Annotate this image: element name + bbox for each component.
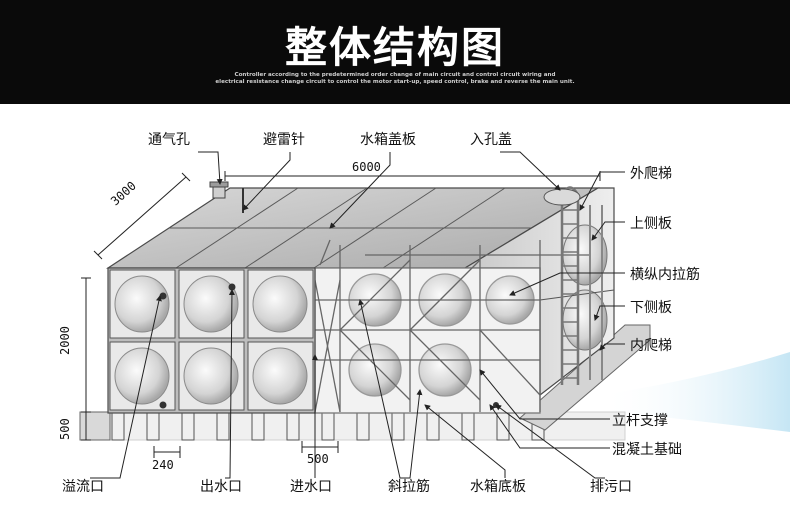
leader-line: [225, 289, 235, 479]
panel-dome: [183, 275, 239, 333]
leader-line: [509, 272, 625, 296]
dim-beam-spacing: 500: [307, 452, 329, 466]
base-beam: [391, 411, 405, 441]
page-title: 整体结构图: [284, 23, 505, 72]
label-manhole-cover: 入孔盖: [470, 132, 512, 148]
leader-line: [593, 305, 625, 321]
outer-ladder: [560, 186, 580, 385]
panel-dome: [252, 347, 308, 405]
leader-line: [579, 171, 625, 211]
leader-line: [242, 152, 291, 211]
internal-frame: [314, 239, 590, 414]
header-banner: 整体结构图 Controller according to the predet…: [0, 0, 790, 104]
base-beam: [461, 411, 475, 441]
base-beam: [146, 411, 160, 441]
base-beam: [496, 411, 510, 441]
dim-beam-gap: 240: [152, 458, 174, 472]
label-overflow: 溢流口: [62, 479, 104, 495]
dim-length: 6000: [352, 160, 381, 174]
base-beam: [251, 411, 265, 441]
label-lower-side-panel: 下侧板: [630, 300, 672, 316]
page-subtitle: Controller according to the predetermine…: [0, 72, 790, 86]
manhole-cover-shape: [543, 188, 581, 206]
label-diagonal-brace: 斜拉筋: [388, 479, 430, 495]
base-beam: [426, 411, 440, 441]
label-lightning-rod: 避雷针: [263, 132, 305, 148]
label-tank-cover: 水箱盖板: [360, 132, 416, 148]
subtitle-line-2: electrical resistance change circuit to …: [215, 79, 575, 85]
dim-base-height: 500: [58, 418, 72, 440]
leader-line: [424, 404, 506, 478]
subtitle-line-1: Controller according to the predetermine…: [234, 72, 556, 78]
label-outer-ladder: 外爬梯: [630, 166, 672, 182]
concrete-base: [79, 324, 651, 441]
leader-line: [489, 404, 610, 449]
base-beam: [321, 411, 335, 441]
tank-front-face: [107, 267, 316, 414]
label-tie-bars: 横纵内拉筋: [630, 267, 700, 283]
leader-line: [500, 151, 561, 191]
leader-line: [198, 151, 223, 185]
panel-dome: [114, 275, 170, 333]
leader-line: [329, 152, 391, 229]
leader-line: [599, 343, 625, 351]
label-outlet: 出水口: [200, 479, 242, 495]
base-beam: [216, 411, 230, 441]
label-concrete-base: 混凝土基础: [612, 442, 682, 458]
base-beam: [286, 411, 300, 441]
label-inlet: 进水口: [290, 479, 332, 495]
inner-ladder: [589, 205, 603, 380]
panel-dome: [183, 347, 239, 405]
base-beam: [356, 411, 370, 441]
leader-line: [90, 295, 162, 479]
base-beam: [181, 411, 195, 441]
tank-structure-diagram: [79, 151, 790, 479]
label-inner-ladder: 内爬梯: [630, 338, 672, 354]
label-upper-side-panel: 上侧板: [630, 216, 672, 232]
water-glow: [600, 352, 790, 432]
base-beam: [111, 411, 125, 441]
leader-lines: [90, 151, 625, 479]
label-tank-bottom: 水箱底板: [470, 479, 526, 495]
panel-dome: [252, 275, 308, 333]
label-vent: 通气孔: [148, 132, 190, 148]
leader-line: [591, 221, 625, 241]
dimension-lines: [81, 171, 601, 458]
leader-line: [479, 369, 610, 420]
leader-line: [495, 404, 605, 479]
leader-line: [405, 389, 423, 479]
label-pole-support: 立杆支撑: [612, 413, 668, 429]
label-drain: 排污口: [590, 479, 632, 495]
vent-shape: [209, 181, 229, 199]
dim-height: 2000: [58, 326, 72, 355]
